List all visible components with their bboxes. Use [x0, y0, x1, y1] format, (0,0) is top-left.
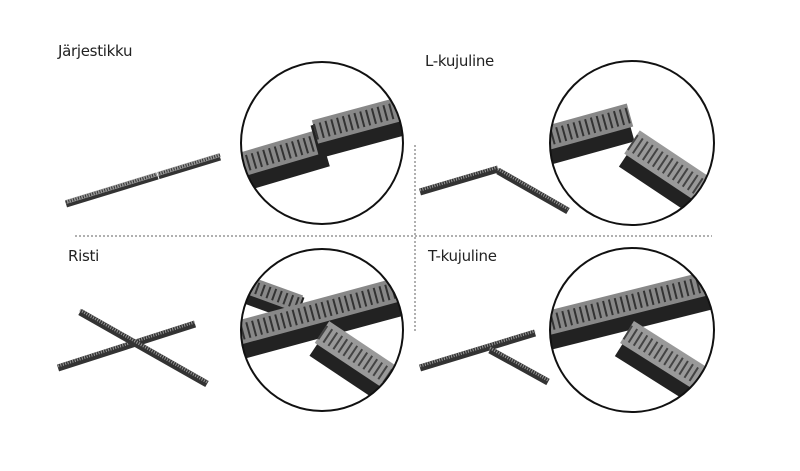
- channel-l-shape: [419, 165, 570, 215]
- channel-cross: [56, 308, 209, 388]
- channel-straight: [64, 153, 222, 208]
- label-straight: Järjestikku: [58, 42, 133, 60]
- detail-circle-l-shape: [549, 60, 715, 226]
- detail-circle-straight: [240, 61, 404, 225]
- channel-t-shape: [418, 329, 550, 386]
- detail-circle-cross: [240, 248, 404, 412]
- label-t-shape: T-kujuline: [428, 247, 497, 265]
- label-l-shape: L-kujuline: [425, 52, 494, 70]
- detail-circle-t-shape: [549, 247, 715, 413]
- label-cross: Risti: [68, 247, 99, 265]
